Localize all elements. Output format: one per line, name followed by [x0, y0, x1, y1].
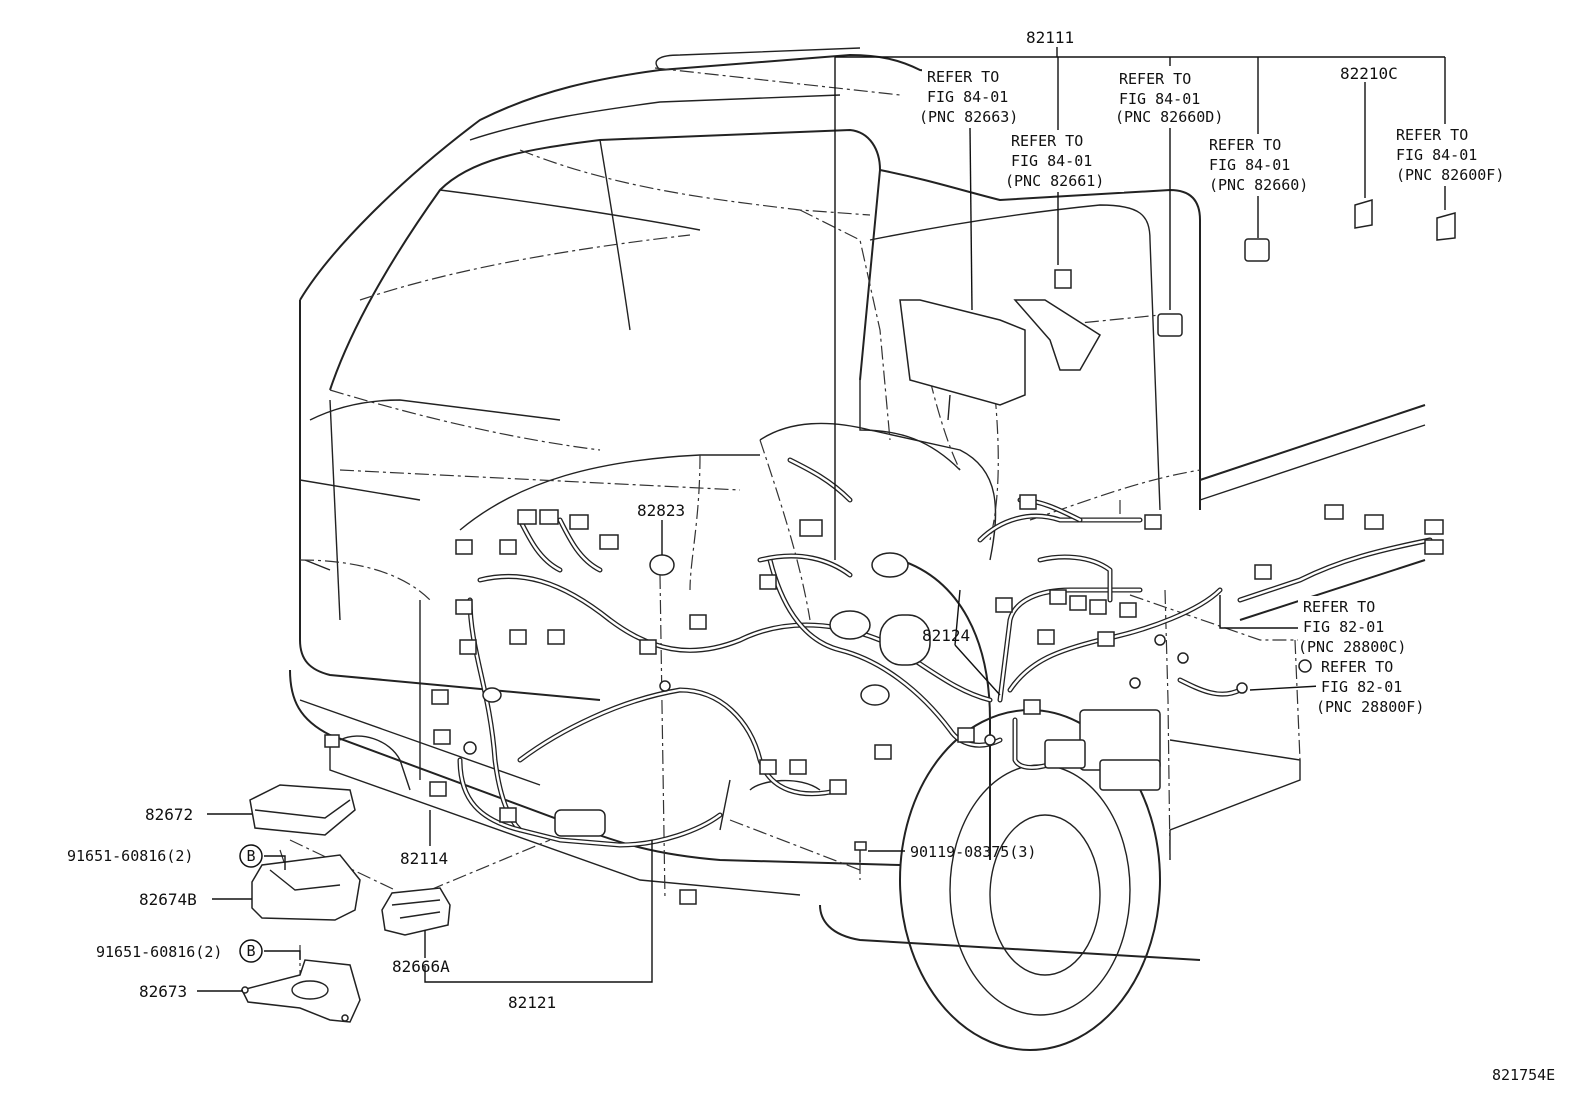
- refer-line-2: FIG 82-01: [1303, 618, 1384, 636]
- refer-line-1: REFER TO: [1011, 132, 1083, 150]
- refer-line-1: REFER TO: [1209, 136, 1281, 154]
- refer-line-2: FIG 84-01: [1209, 156, 1290, 174]
- refer-line-1: REFER TO: [1321, 658, 1393, 676]
- refer-line-3: (PNC 82663): [919, 108, 1018, 126]
- refer-line-2: FIG 84-01: [927, 88, 1008, 106]
- label-82674b: 82674B: [139, 890, 197, 909]
- part-labels: 82111 82210C 82823 82124 82672 82114 916…: [67, 28, 1555, 1084]
- refer-note-82660d: REFER TO FIG 84-01 (PNC 82660D): [1114, 66, 1236, 128]
- refer-line-2: FIG 84-01: [1396, 146, 1477, 164]
- refer-line-1: REFER TO: [927, 68, 999, 86]
- part-82666a-connector: [381, 887, 451, 936]
- truck-cab-outline: [289, 47, 1426, 1051]
- refer-line-3: (PNC 82660D): [1115, 108, 1223, 126]
- dashed-reference-lines: [279, 67, 1301, 985]
- label-82666a: 82666A: [392, 957, 450, 976]
- harness-connectors: [324, 198, 1456, 905]
- label-82672: 82672: [145, 805, 193, 824]
- refer-note-28800f: REFER TO FIG 82-01 (PNC 28800F): [1316, 656, 1452, 718]
- figure-code: 821754E: [1492, 1066, 1555, 1084]
- label-91651-bottom: 91651-60816(2): [96, 943, 222, 961]
- refer-line-3: (PNC 82660): [1209, 176, 1308, 194]
- refer-note-82600f: REFER TO FIG 84-01 (PNC 82600F): [1392, 124, 1527, 186]
- part-90119-screw: [854, 841, 867, 851]
- refer-line-3: (PNC 28800C): [1298, 638, 1406, 656]
- refer-note-82660: REFER TO FIG 84-01 (PNC 82660): [1204, 134, 1328, 196]
- refer-line-3: (PNC 82600F): [1396, 166, 1504, 184]
- b-marker-bottom: B: [239, 939, 263, 963]
- label-82673: 82673: [139, 982, 187, 1001]
- refer-line-3: (PNC 28800F): [1316, 698, 1424, 716]
- part-82673-plate: [240, 959, 361, 1023]
- label-82210c: 82210C: [1340, 64, 1398, 83]
- label-82114: 82114: [400, 849, 448, 868]
- refer-line-1: REFER TO: [1396, 126, 1468, 144]
- label-82111: 82111: [1026, 28, 1074, 47]
- label-82121: 82121: [508, 993, 556, 1012]
- b-marker-top: B: [239, 844, 263, 868]
- exploded-parts: [240, 784, 867, 1023]
- label-82823: 82823: [637, 501, 685, 520]
- refer-line-2: FIG 84-01: [1119, 90, 1200, 108]
- label-91651-top: 91651-60816(2): [67, 847, 193, 865]
- part-82672-module: [249, 784, 356, 836]
- label-82124: 82124: [922, 626, 970, 645]
- refer-line-2: FIG 82-01: [1321, 678, 1402, 696]
- refer-note-82661: REFER TO FIG 84-01 (PNC 82661): [1004, 130, 1124, 192]
- refer-line-2: FIG 84-01: [1011, 152, 1092, 170]
- b-marker-label: B: [246, 942, 255, 960]
- refer-line-3: (PNC 82661): [1005, 172, 1104, 190]
- refer-line-1: REFER TO: [1119, 70, 1191, 88]
- refer-line-1: REFER TO: [1303, 598, 1375, 616]
- engine-wire-harness: [457, 457, 1433, 848]
- label-90119: 90119-08375(3): [910, 843, 1036, 861]
- refer-note-82663: REFER TO FIG 84-01 (PNC 82663): [919, 66, 1032, 128]
- part-82674b-bracket: [251, 854, 361, 921]
- refer-note-28800c: REFER TO FIG 82-01 (PNC 28800C): [1298, 596, 1438, 658]
- b-marker-label: B: [246, 847, 255, 865]
